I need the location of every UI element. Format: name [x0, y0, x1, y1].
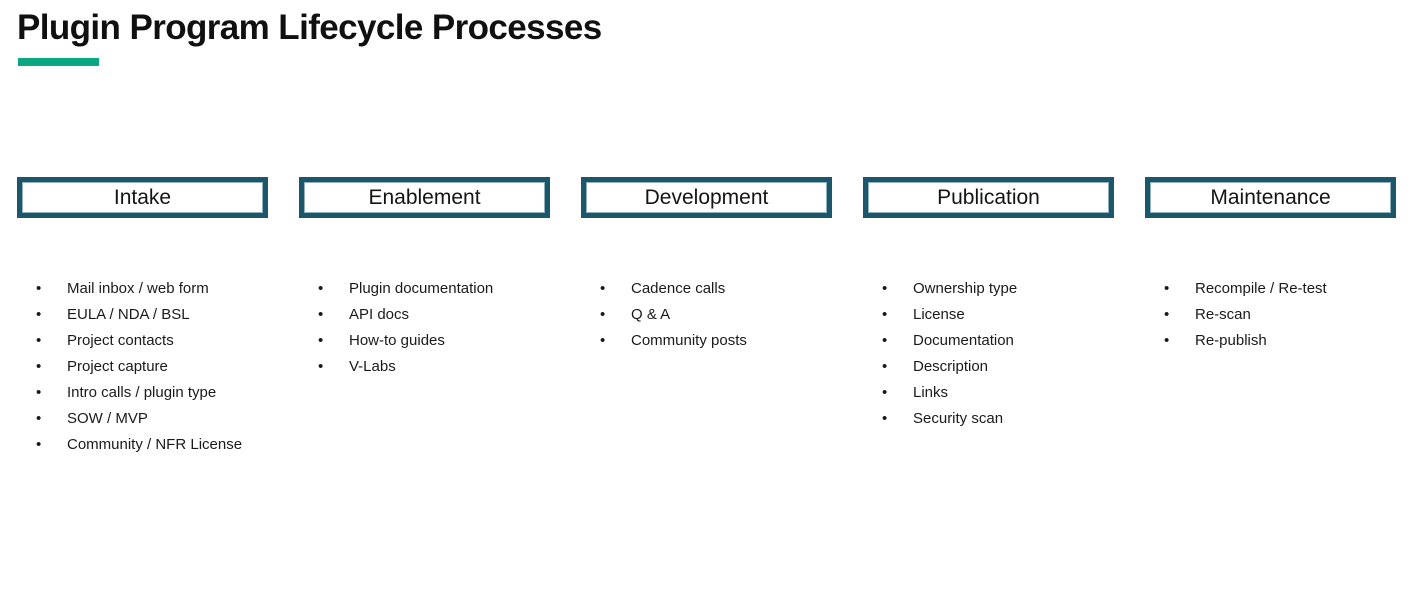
list-item: Mail inbox / web form — [17, 276, 268, 302]
stage-header-development: Development — [581, 177, 832, 218]
title-accent-bar — [18, 58, 99, 66]
list-item: Security scan — [863, 406, 1114, 432]
list-item: Re-publish — [1145, 328, 1396, 354]
list-item: SOW / MVP — [17, 406, 268, 432]
column-enablement: Enablement Plugin documentationAPI docsH… — [299, 177, 550, 458]
list-item: Links — [863, 380, 1114, 406]
list-item: Project contacts — [17, 328, 268, 354]
column-publication: Publication Ownership typeLicenseDocumen… — [863, 177, 1114, 458]
list-item: License — [863, 302, 1114, 328]
list-item: Community / NFR License — [17, 432, 268, 458]
list-item: Recompile / Re-test — [1145, 276, 1396, 302]
list-item: Documentation — [863, 328, 1114, 354]
list-item: How-to guides — [299, 328, 550, 354]
list-item: EULA / NDA / BSL — [17, 302, 268, 328]
development-item-list: Cadence callsQ & ACommunity posts — [581, 276, 832, 354]
list-item: Plugin documentation — [299, 276, 550, 302]
list-item: Intro calls / plugin type — [17, 380, 268, 406]
stage-header-enablement: Enablement — [299, 177, 550, 218]
list-item: Cadence calls — [581, 276, 832, 302]
list-item: API docs — [299, 302, 550, 328]
column-intake: Intake Mail inbox / web formEULA / NDA /… — [17, 177, 268, 458]
list-item: V-Labs — [299, 354, 550, 380]
list-item: Project capture — [17, 354, 268, 380]
list-item: Q & A — [581, 302, 832, 328]
list-item: Community posts — [581, 328, 832, 354]
list-item: Re-scan — [1145, 302, 1396, 328]
stage-header-maintenance: Maintenance — [1145, 177, 1396, 218]
stage-columns: Intake Mail inbox / web formEULA / NDA /… — [17, 177, 1396, 458]
list-item: Description — [863, 354, 1114, 380]
column-development: Development Cadence callsQ & ACommunity … — [581, 177, 832, 458]
page-title: Plugin Program Lifecycle Processes — [17, 8, 602, 47]
stage-header-intake: Intake — [17, 177, 268, 218]
list-item: Ownership type — [863, 276, 1114, 302]
stage-header-publication: Publication — [863, 177, 1114, 218]
enablement-item-list: Plugin documentationAPI docsHow-to guide… — [299, 276, 550, 380]
publication-item-list: Ownership typeLicenseDocumentationDescri… — [863, 276, 1114, 432]
intake-item-list: Mail inbox / web formEULA / NDA / BSLPro… — [17, 276, 268, 458]
maintenance-item-list: Recompile / Re-testRe-scanRe-publish — [1145, 276, 1396, 354]
column-maintenance: Maintenance Recompile / Re-testRe-scanRe… — [1145, 177, 1396, 458]
